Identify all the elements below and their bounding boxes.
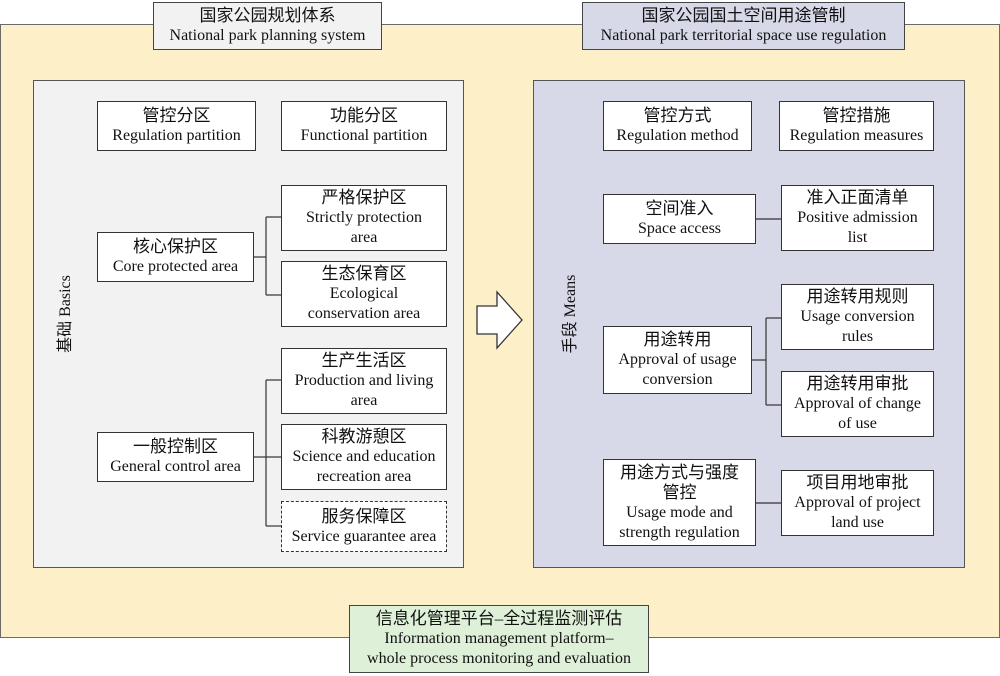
ecological-conservation-area-box: 生态保育区 Ecological conservation area — [281, 261, 447, 327]
production-living-area-box: 生产生活区 Production and living area — [281, 348, 447, 414]
approval-usage-conversion-box: 用途转用 Approval of usage conversion — [603, 326, 752, 394]
regulation-method-box: 管控方式 Regulation method — [603, 101, 752, 151]
functional-partition-box: 功能分区 Functional partition — [281, 101, 447, 151]
usage-mode-strength-box: 用途方式与强度 管控 Usage mode and strength regul… — [603, 459, 756, 546]
information-platform-title: 信息化管理平台–全过程监测评估 Information management p… — [349, 605, 649, 673]
core-protected-area-box: 核心保护区 Core protected area — [97, 232, 254, 282]
general-control-area-box: 一般控制区 General control area — [97, 432, 254, 482]
regulation-measures-box: 管控措施 Regulation measures — [779, 101, 934, 151]
space-use-regulation-title: 国家公园国土空间用途管制 National park territorial s… — [582, 2, 905, 50]
regulation-partition-box: 管控分区 Regulation partition — [97, 101, 256, 151]
space-access-box: 空间准入 Space access — [603, 194, 756, 244]
planning-system-title: 国家公园规划体系 National park planning system — [153, 2, 382, 50]
usage-conversion-rules-box: 用途转用规则 Usage conversion rules — [781, 284, 934, 350]
basics-label: 基础 Basics — [57, 275, 74, 353]
service-guarantee-area-box: 服务保障区 Service guarantee area — [281, 501, 447, 552]
positive-admission-list-box: 准入正面清单 Positive admission list — [781, 185, 934, 251]
project-land-use-approval-box: 项目用地审批 Approval of project land use — [781, 470, 934, 536]
means-label: 手段 Means — [562, 274, 579, 354]
science-education-recreation-area-box: 科教游憩区 Science and education recreation a… — [281, 424, 447, 490]
approval-change-of-use-box: 用途转用审批 Approval of change of use — [781, 371, 934, 437]
strict-protection-area-box: 严格保护区 Strictly protection area — [281, 185, 447, 251]
